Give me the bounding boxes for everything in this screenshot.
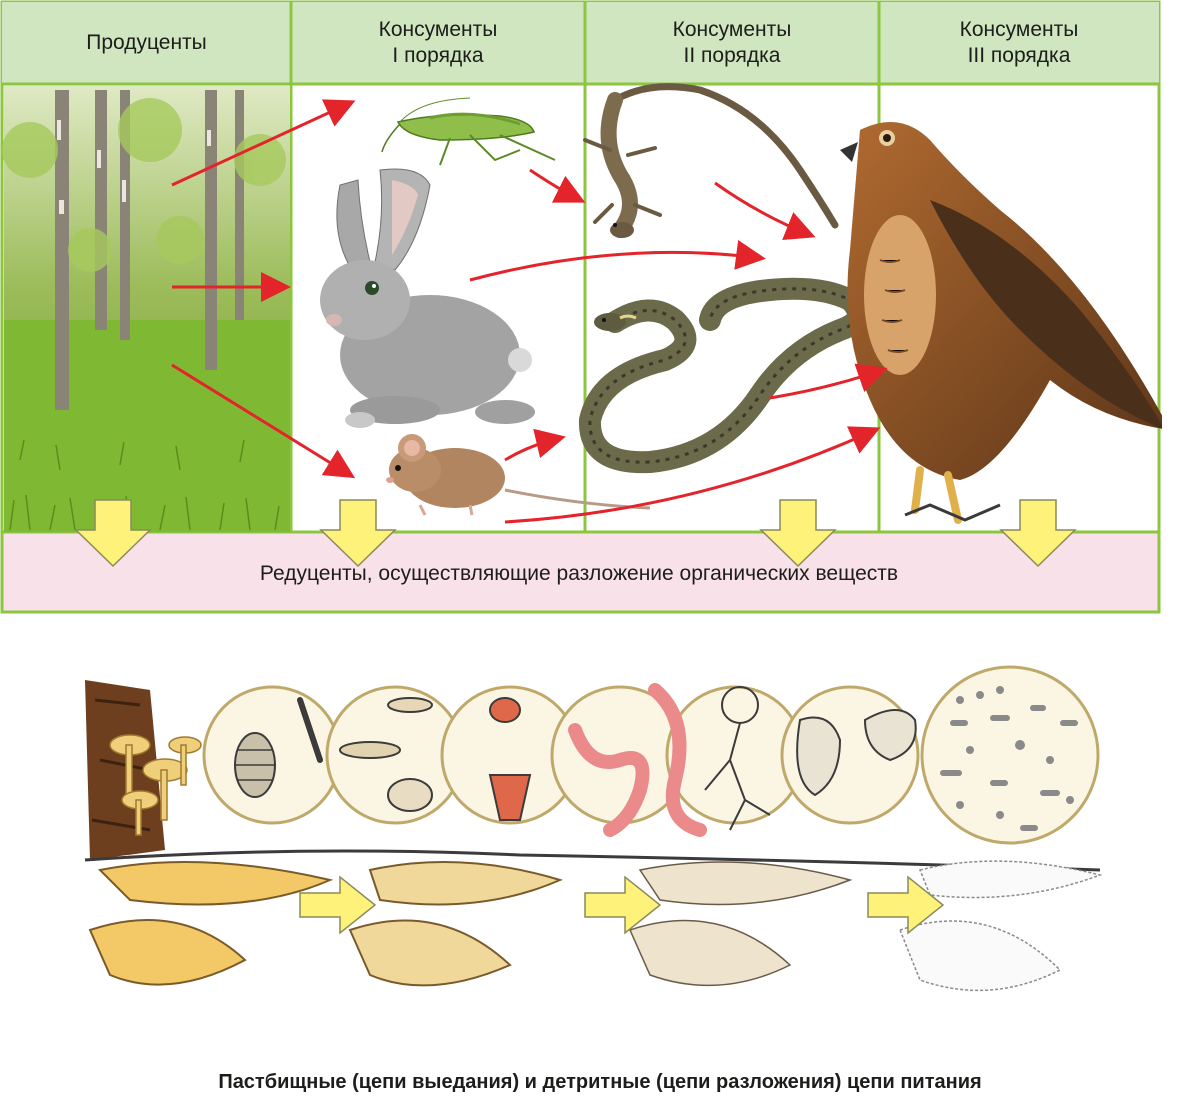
rabbit bbox=[320, 168, 535, 428]
decomposition-arrows bbox=[74, 499, 1077, 568]
energy-flow-arrows bbox=[171, 99, 888, 524]
hawk bbox=[840, 122, 1162, 524]
circle-bacteria bbox=[920, 665, 1100, 845]
bacteria bbox=[940, 686, 1078, 831]
column-header-consumers-3: Консументы III порядка bbox=[959, 17, 1079, 67]
protozoa bbox=[796, 709, 917, 797]
food-chain-diagram: Продуценты Консументы I порядка Консумен… bbox=[0, 0, 1162, 614]
mushrooms bbox=[109, 734, 202, 836]
detritus-chain-illustration bbox=[84, 665, 1103, 992]
lizard bbox=[583, 83, 839, 238]
woodlice bbox=[234, 697, 323, 798]
springtails bbox=[339, 697, 433, 812]
column-header-producers: Продуценты bbox=[86, 30, 207, 54]
grasshopper bbox=[381, 97, 556, 166]
skeleton-leaves bbox=[899, 860, 1103, 992]
reducer-band bbox=[0, 530, 1161, 614]
forest-image bbox=[2, 86, 290, 532]
tree-stump bbox=[85, 680, 165, 860]
header-band bbox=[2, 2, 1159, 84]
food-chain-graphic bbox=[0, 0, 1162, 614]
fungi bbox=[704, 686, 771, 831]
fresh-leaves bbox=[88, 861, 334, 986]
mites bbox=[488, 697, 532, 821]
column-header-consumers-1: Консументы I порядка bbox=[378, 17, 498, 67]
snake bbox=[579, 277, 869, 474]
column-header-consumers-2: Консументы II порядка bbox=[672, 17, 792, 67]
decomposed-leaves bbox=[628, 861, 853, 987]
decaying-leaves bbox=[348, 861, 563, 987]
decay-stage-arrows bbox=[299, 875, 945, 935]
earthworm bbox=[568, 683, 707, 837]
reducers-label: Редуценты, осуществляющие разложение орг… bbox=[259, 562, 899, 585]
figure-caption: Пастбищные (цепи выедания) и детритные (… bbox=[218, 1071, 982, 1093]
